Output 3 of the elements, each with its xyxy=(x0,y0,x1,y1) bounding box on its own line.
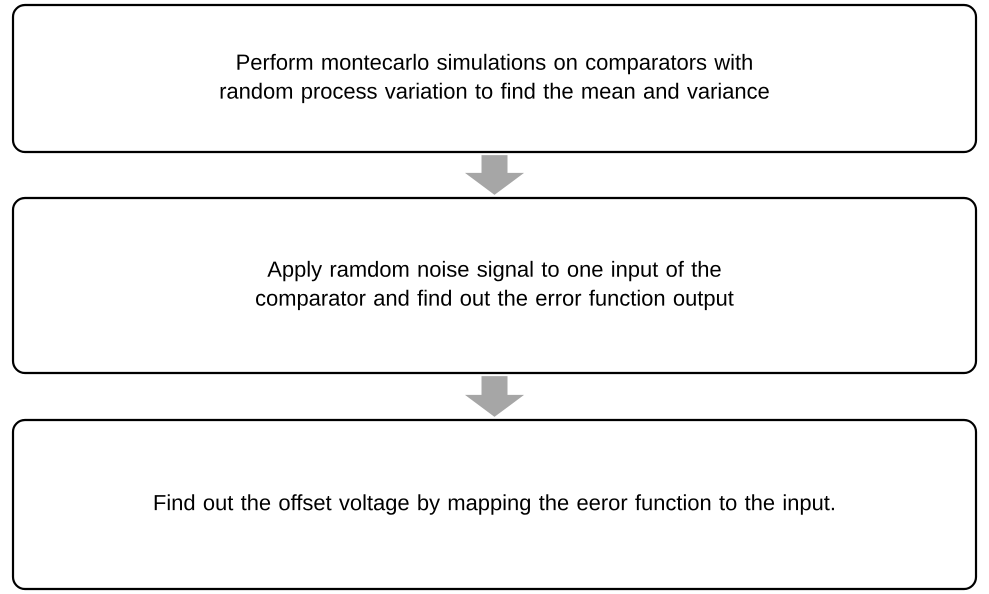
process-box: Perform montecarlo simulations on comparators with random process variation to find the mean and variance xyxy=(12,4,978,154)
process-box: Apply ramdom noise signal to one input of the comparator and find out the error function output xyxy=(12,196,978,374)
process-box: Find out the offset voltage by mapping the eeror function to the input. xyxy=(12,418,978,590)
